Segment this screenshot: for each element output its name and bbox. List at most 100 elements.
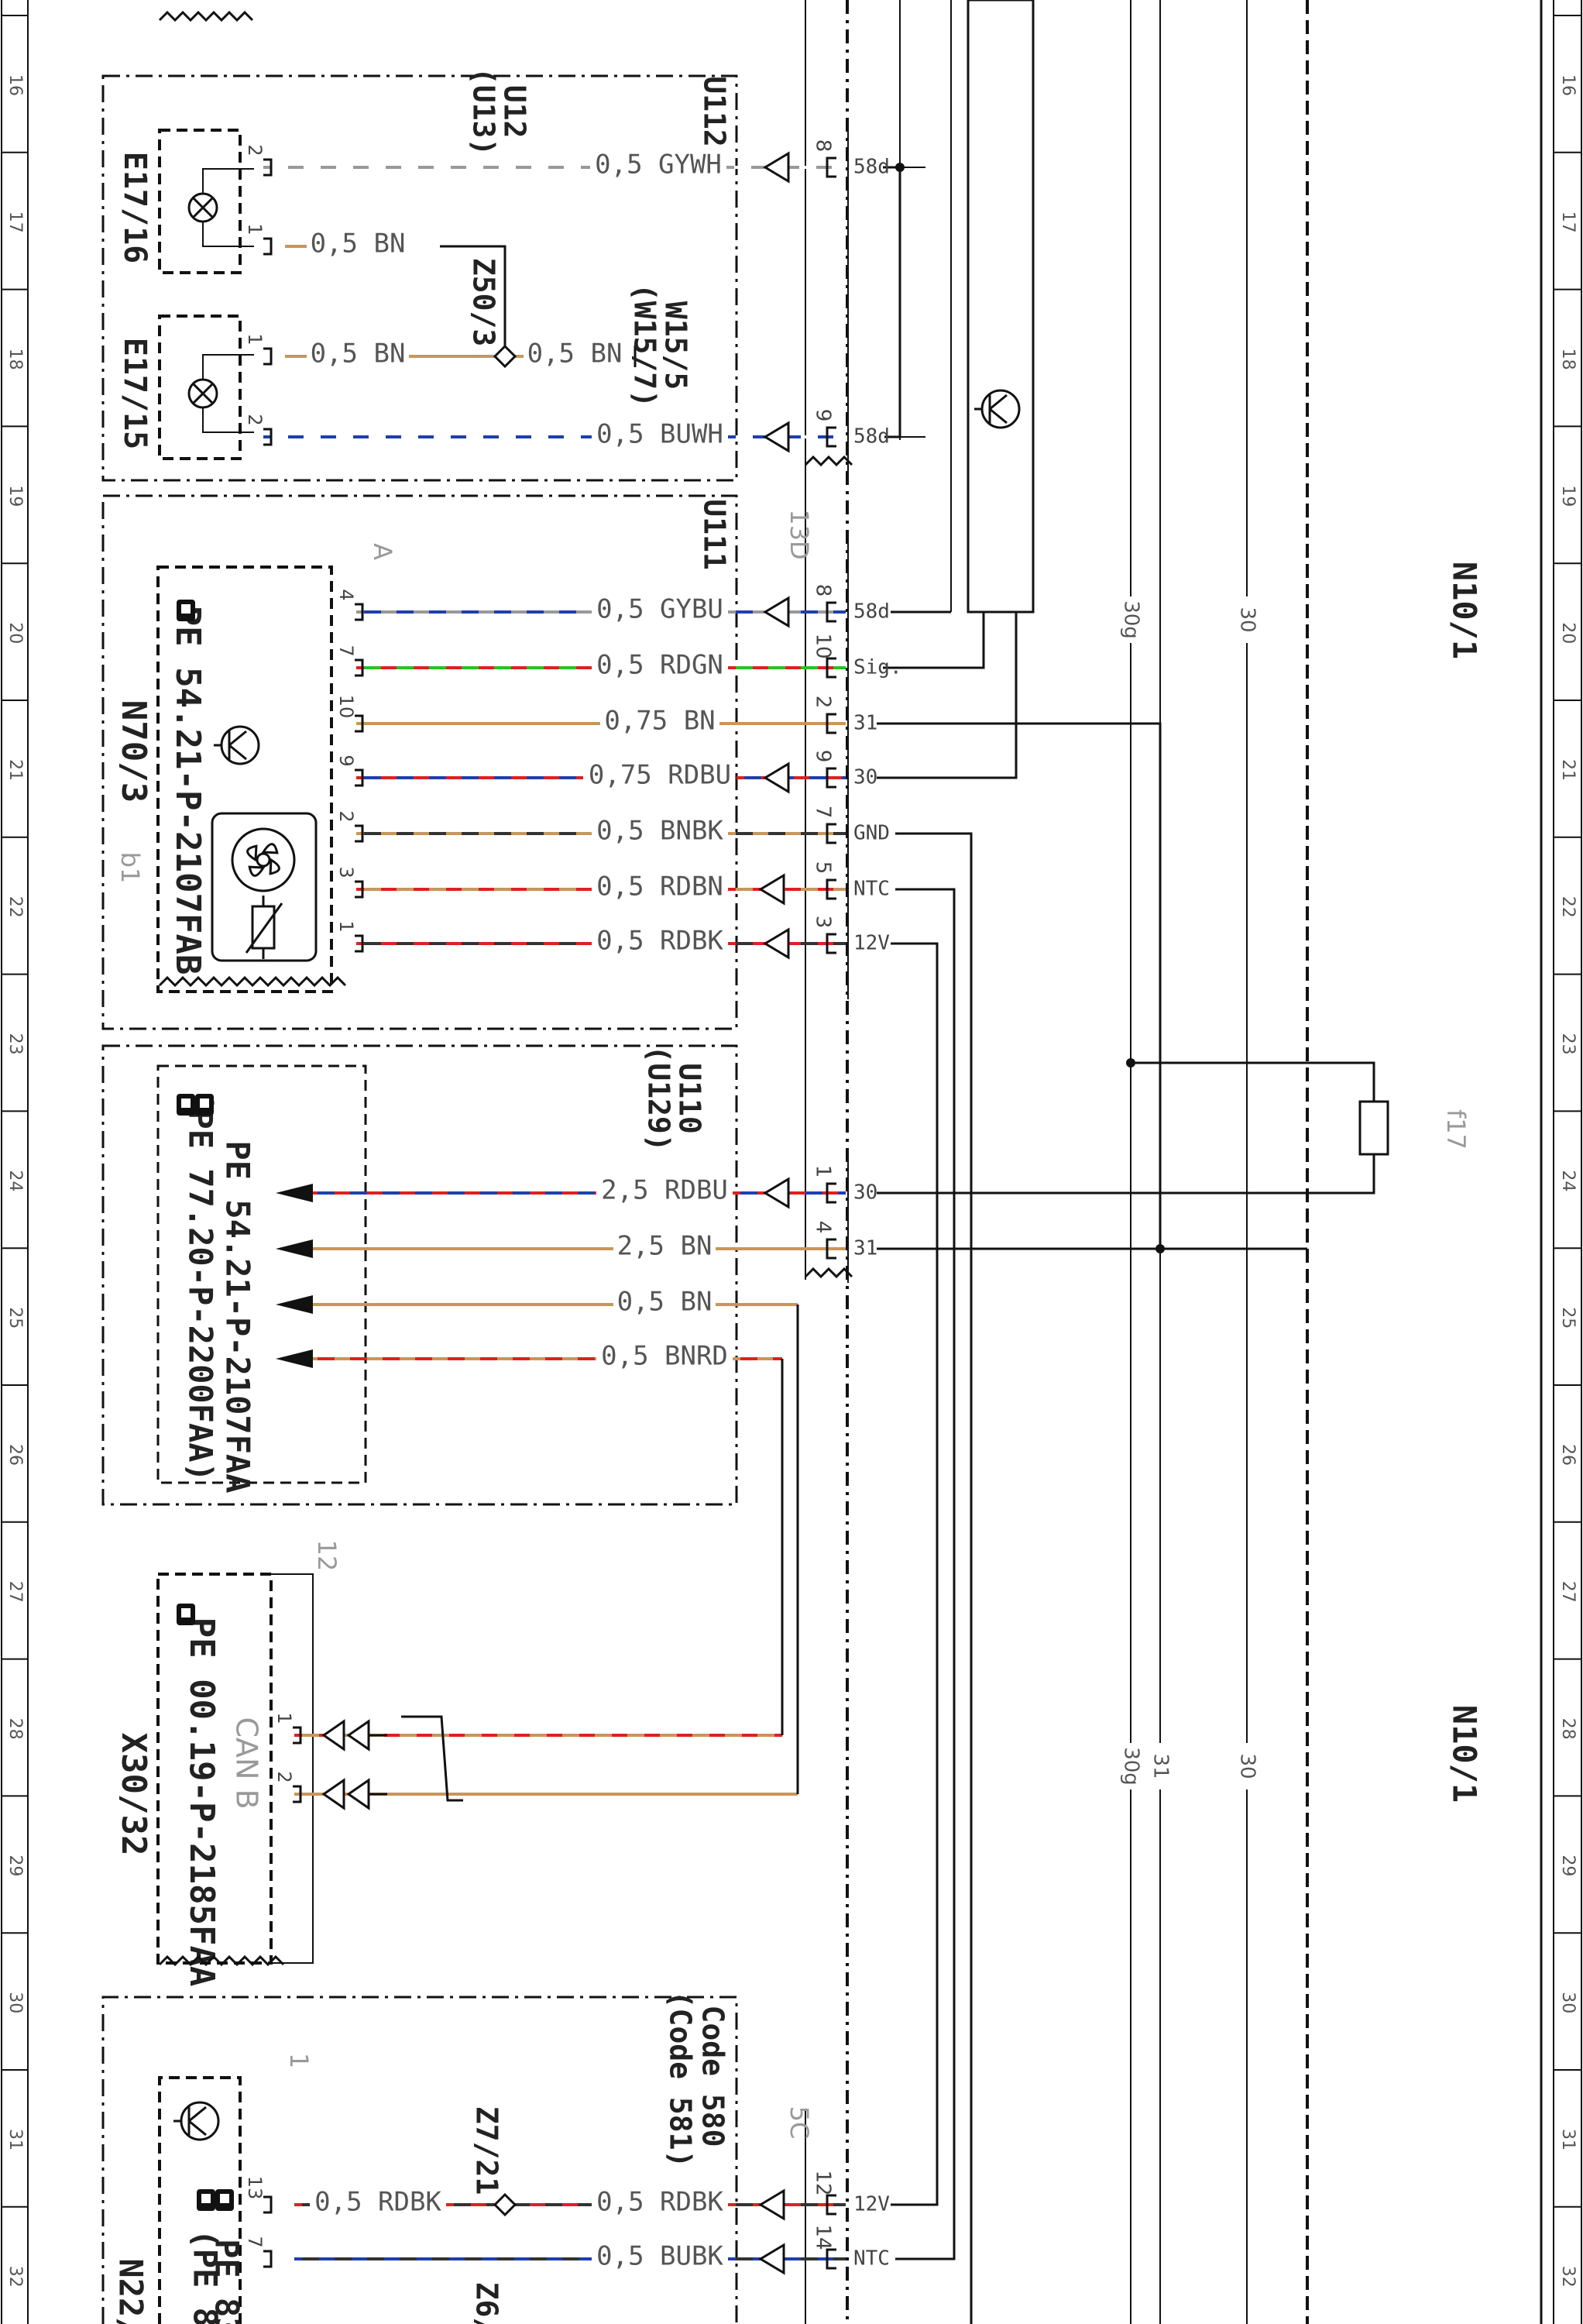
label-gap bbox=[1149, 1743, 1171, 1789]
svg-text:24: 24 bbox=[1558, 1170, 1578, 1191]
route-can-twist bbox=[401, 1715, 463, 1802]
svg-text:28: 28 bbox=[5, 1718, 25, 1740]
svg-text:0,5 GYBU: 0,5 GYBU bbox=[596, 594, 723, 625]
terminal-label: Sig. bbox=[853, 656, 902, 679]
svg-text:31: 31 bbox=[5, 2129, 25, 2150]
svg-text:2: 2 bbox=[273, 1771, 295, 1783]
ruler-number-left: 22 bbox=[5, 896, 25, 918]
pin-number: 13 bbox=[244, 2176, 266, 2200]
svg-text:18: 18 bbox=[1558, 349, 1578, 370]
svg-text:0,5 RDBN: 0,5 RDBN bbox=[596, 871, 723, 902]
pin-number: 8 bbox=[812, 584, 835, 597]
junction-dot bbox=[1155, 1244, 1165, 1253]
svg-text:(W15/7): (W15/7) bbox=[628, 284, 662, 407]
junction-dot bbox=[895, 163, 905, 172]
corner-label: b1 bbox=[115, 852, 145, 884]
route-31 bbox=[877, 722, 1162, 1249]
arrow-left-icon bbox=[276, 1239, 313, 1258]
wire-label: 0,5 BN bbox=[311, 229, 406, 260]
module-u112 bbox=[101, 74, 738, 482]
terminal-label: 30 bbox=[853, 766, 877, 789]
pin-number: 14 bbox=[812, 2224, 835, 2250]
svg-text:NTC: NTC bbox=[853, 2247, 890, 2271]
svg-text:9: 9 bbox=[812, 409, 835, 422]
pin-number: 9 bbox=[335, 755, 357, 766]
wire-label: 0,5 BN bbox=[617, 1287, 713, 1318]
svg-text:0,5 BN: 0,5 BN bbox=[527, 339, 623, 370]
svg-text:12: 12 bbox=[312, 1540, 342, 1572]
can-connector-icon bbox=[321, 1719, 387, 1752]
svg-text:58d: 58d bbox=[853, 425, 890, 449]
svg-text:(PE 77.20-P-2200FAA): (PE 77.20-P-2200FAA) bbox=[182, 1090, 220, 1482]
route-30 bbox=[877, 612, 1018, 779]
svg-text:N10/1: N10/1 bbox=[1446, 1705, 1484, 1803]
pin-number: 7 bbox=[244, 2236, 266, 2247]
svg-text:31: 31 bbox=[1149, 1753, 1173, 1779]
svg-text:27: 27 bbox=[1558, 1581, 1578, 1603]
symbol-layer bbox=[158, 10, 1389, 2275]
svg-text:25: 25 bbox=[5, 1307, 25, 1329]
label-gap bbox=[1120, 596, 1142, 643]
route-sig bbox=[883, 612, 985, 669]
module-label: Code 580 bbox=[696, 2005, 730, 2147]
svg-text:PE 83.: PE 83. bbox=[208, 2239, 246, 2324]
pin-number: 4 bbox=[335, 589, 357, 600]
bus-label: CAN B bbox=[230, 1717, 264, 1809]
ruler-number-left: 20 bbox=[5, 622, 25, 644]
svg-text:7: 7 bbox=[335, 645, 357, 656]
ruler-number-left: 28 bbox=[5, 1718, 25, 1740]
wire-label: 0,5 BNBK bbox=[596, 816, 723, 847]
svg-text:8: 8 bbox=[812, 139, 835, 153]
route-12v bbox=[891, 942, 939, 2206]
transistor-icon bbox=[173, 2101, 220, 2141]
module-code-580 bbox=[101, 1996, 738, 2324]
module-label: U110(U129) bbox=[642, 1045, 707, 1151]
lamp-icon bbox=[187, 354, 254, 433]
component-label: E17/16 bbox=[117, 152, 153, 264]
reference-label: (PE 77.20-P-2200FAA) bbox=[182, 1090, 220, 1482]
svg-text:31: 31 bbox=[853, 1237, 877, 1260]
route-58d bbox=[884, 167, 901, 438]
svg-text:29: 29 bbox=[1558, 1855, 1578, 1876]
reference-hand-icon bbox=[215, 2189, 234, 2211]
svg-text:Z7/21: Z7/21 bbox=[470, 2106, 504, 2195]
pin-number: 1 bbox=[273, 1712, 295, 1724]
svg-text:7: 7 bbox=[812, 806, 835, 819]
unit-label: N10/1 bbox=[1446, 562, 1484, 659]
module-sublabel: 13D bbox=[785, 509, 814, 559]
bus-label: 30g bbox=[1120, 1747, 1143, 1786]
svg-text:0,5 RDBK: 0,5 RDBK bbox=[314, 2187, 441, 2218]
ruler-number-left: 16 bbox=[5, 74, 25, 96]
arrow-left-icon bbox=[276, 1295, 313, 1314]
fuse-label: f17 bbox=[1441, 1109, 1471, 1150]
ruler-number-right: 21 bbox=[1558, 759, 1578, 781]
pin-number: 2 bbox=[335, 810, 357, 822]
svg-text:58d: 58d bbox=[853, 600, 890, 624]
pin-number: 3 bbox=[335, 866, 357, 878]
ruler-number-right: 17 bbox=[1558, 211, 1578, 233]
reference-hand-icon bbox=[177, 600, 195, 621]
module-x30 bbox=[156, 1573, 314, 1965]
svg-text:Z50/3: Z50/3 bbox=[467, 258, 501, 346]
svg-text:U12: U12 bbox=[498, 85, 532, 139]
ruler-number-right: 20 bbox=[1558, 622, 1578, 644]
svg-text:25: 25 bbox=[1558, 1307, 1578, 1329]
wire-label: 0,5 RDBK bbox=[596, 926, 723, 957]
svg-text:9: 9 bbox=[812, 750, 835, 763]
svg-text:Code 580: Code 580 bbox=[696, 2005, 730, 2147]
svg-text:X30/32: X30/32 bbox=[114, 1733, 153, 1856]
route-ntc bbox=[895, 888, 956, 2260]
ruler-number-right: 23 bbox=[1558, 1033, 1578, 1055]
svg-text:5: 5 bbox=[812, 861, 835, 875]
wire-label: 0,5 BUWH bbox=[596, 419, 723, 450]
module-sublabel: 5C bbox=[785, 2106, 814, 2140]
ruler-number-left: 19 bbox=[5, 485, 25, 507]
wire-label: 0,5 RDBK bbox=[314, 2187, 441, 2218]
svg-text:30: 30 bbox=[853, 1181, 877, 1205]
svg-text:30g: 30g bbox=[1120, 600, 1143, 639]
pin-number: 9 bbox=[812, 409, 835, 422]
pin-number: 7 bbox=[335, 645, 357, 656]
bus-label: 30 bbox=[1236, 1753, 1259, 1779]
splice-label: Z50/3 bbox=[467, 258, 501, 346]
